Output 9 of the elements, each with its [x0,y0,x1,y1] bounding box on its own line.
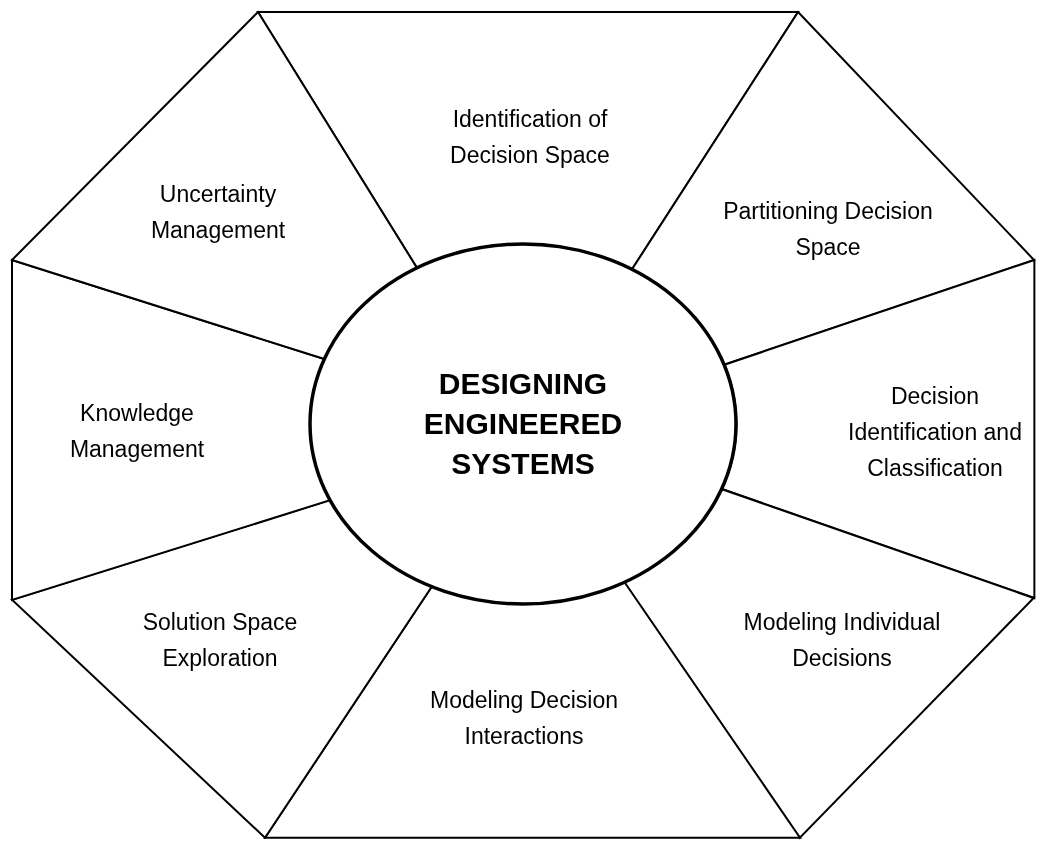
segment-label: Knowledge Management [68,399,206,464]
center-title: DESIGNING ENGINEERED SYSTEMS [422,366,624,482]
segment-label: Identification of Decision Space [449,105,611,170]
segment-label: Solution Space Exploration [141,608,299,673]
segment-label: Decision Identification and Classification [847,382,1023,483]
segment-label: Partitioning Decision Space [722,197,934,262]
segment-label: Uncertainty Management [149,180,287,245]
segment-label: Modeling Individual Decisions [742,608,942,673]
segment-label: Modeling Decision Interactions [429,686,619,751]
